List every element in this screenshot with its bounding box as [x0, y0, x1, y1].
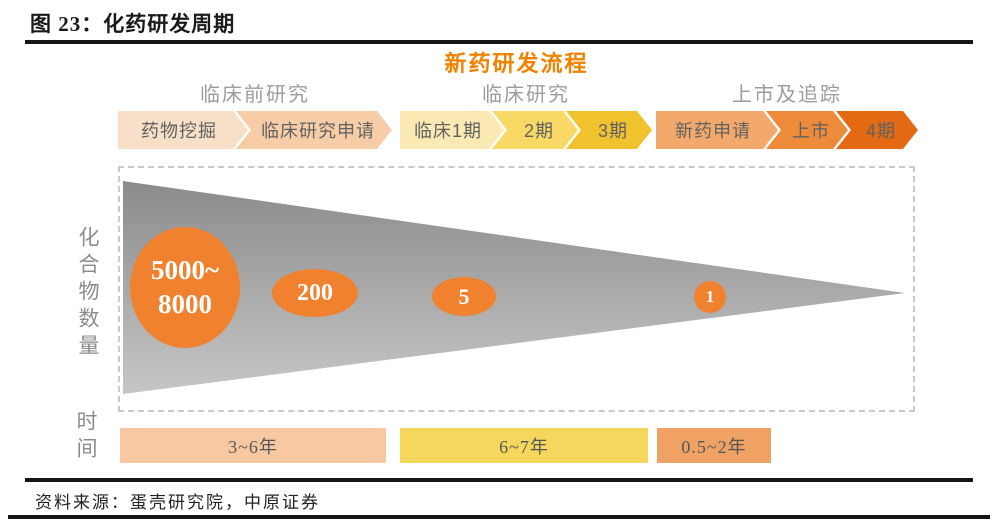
- duration-bar-launch: 0.5~2年: [657, 428, 771, 463]
- step-clinical-trial-application-label: 临床研究申请: [261, 121, 375, 141]
- funnel-shape: [123, 181, 905, 394]
- compound-count-line2: 8000: [158, 288, 212, 319]
- duration-clinical-label: 6~7年: [499, 436, 549, 457]
- compound-count-5: 5: [458, 283, 470, 309]
- step-phase-3: 3期: [566, 111, 652, 149]
- duration-preclinical-label: 3~6年: [228, 436, 278, 457]
- duration-bar-clinical: 6~7年: [400, 428, 648, 463]
- top-divider-rule: [25, 40, 973, 44]
- step-group-preclinical: 药物挖掘 临床研究申请: [118, 111, 392, 149]
- phase-header-preclinical: 临床前研究: [200, 84, 310, 106]
- step-phase-2: 2期: [492, 111, 578, 149]
- step-clinical-trial-application: 临床研究申请: [236, 111, 392, 149]
- compound-count-bubble-preclinical: 200: [272, 269, 358, 317]
- source-note: 资料来源：蛋壳研究院，中原证券: [35, 493, 320, 512]
- step-clinical-phase-1: 临床1期: [400, 111, 504, 149]
- step-group-launch: 新药申请 上市 4期: [656, 111, 918, 149]
- compound-count-line1: 5000~: [150, 254, 220, 285]
- step-market-launch-label: 上市: [792, 121, 830, 141]
- step-clinical-phase-1-label: 临床1期: [413, 121, 482, 141]
- duration-launch-label: 0.5~2年: [681, 436, 747, 457]
- bottom-border-rule: [8, 515, 990, 519]
- figure-title: 图 23：化药研发周期: [30, 12, 236, 36]
- step-phase-3-label: 3期: [597, 121, 628, 141]
- duration-bar-preclinical: 3~6年: [120, 428, 386, 463]
- funnel-triangle: [123, 181, 905, 394]
- step-drug-discovery-label: 药物挖掘: [141, 121, 217, 141]
- compound-count-bubble-approved: 1: [694, 281, 726, 313]
- phase-header-launch-tracking: 上市及追踪: [732, 84, 842, 106]
- step-new-drug-application: 新药申请: [656, 111, 778, 149]
- y-axis-label-compound-count: 化合物数量: [76, 226, 99, 361]
- source-divider-rule: [25, 478, 973, 482]
- step-group-clinical: 临床1期 2期 3期: [400, 111, 652, 149]
- diagram-title: 新药研发流程: [444, 51, 589, 76]
- step-new-drug-application-label: 新药申请: [675, 121, 751, 141]
- compound-count-bubble-clinical: 5: [432, 277, 496, 316]
- step-phase-4-label: 4期: [865, 121, 896, 141]
- phase-header-clinical: 临床研究: [482, 84, 570, 106]
- compound-count-bubble-discovery: 5000~ 8000: [130, 227, 240, 348]
- step-phase-2-label: 2期: [523, 121, 554, 141]
- step-market-launch: 上市: [766, 111, 848, 149]
- step-drug-discovery: 药物挖掘: [118, 111, 248, 149]
- funnel-plot-area: [118, 166, 915, 412]
- x-axis-label-time: 时间: [74, 410, 97, 464]
- compound-count-200: 200: [297, 280, 333, 306]
- step-phase-4: 4期: [836, 111, 918, 149]
- compound-count-1: 1: [705, 287, 715, 307]
